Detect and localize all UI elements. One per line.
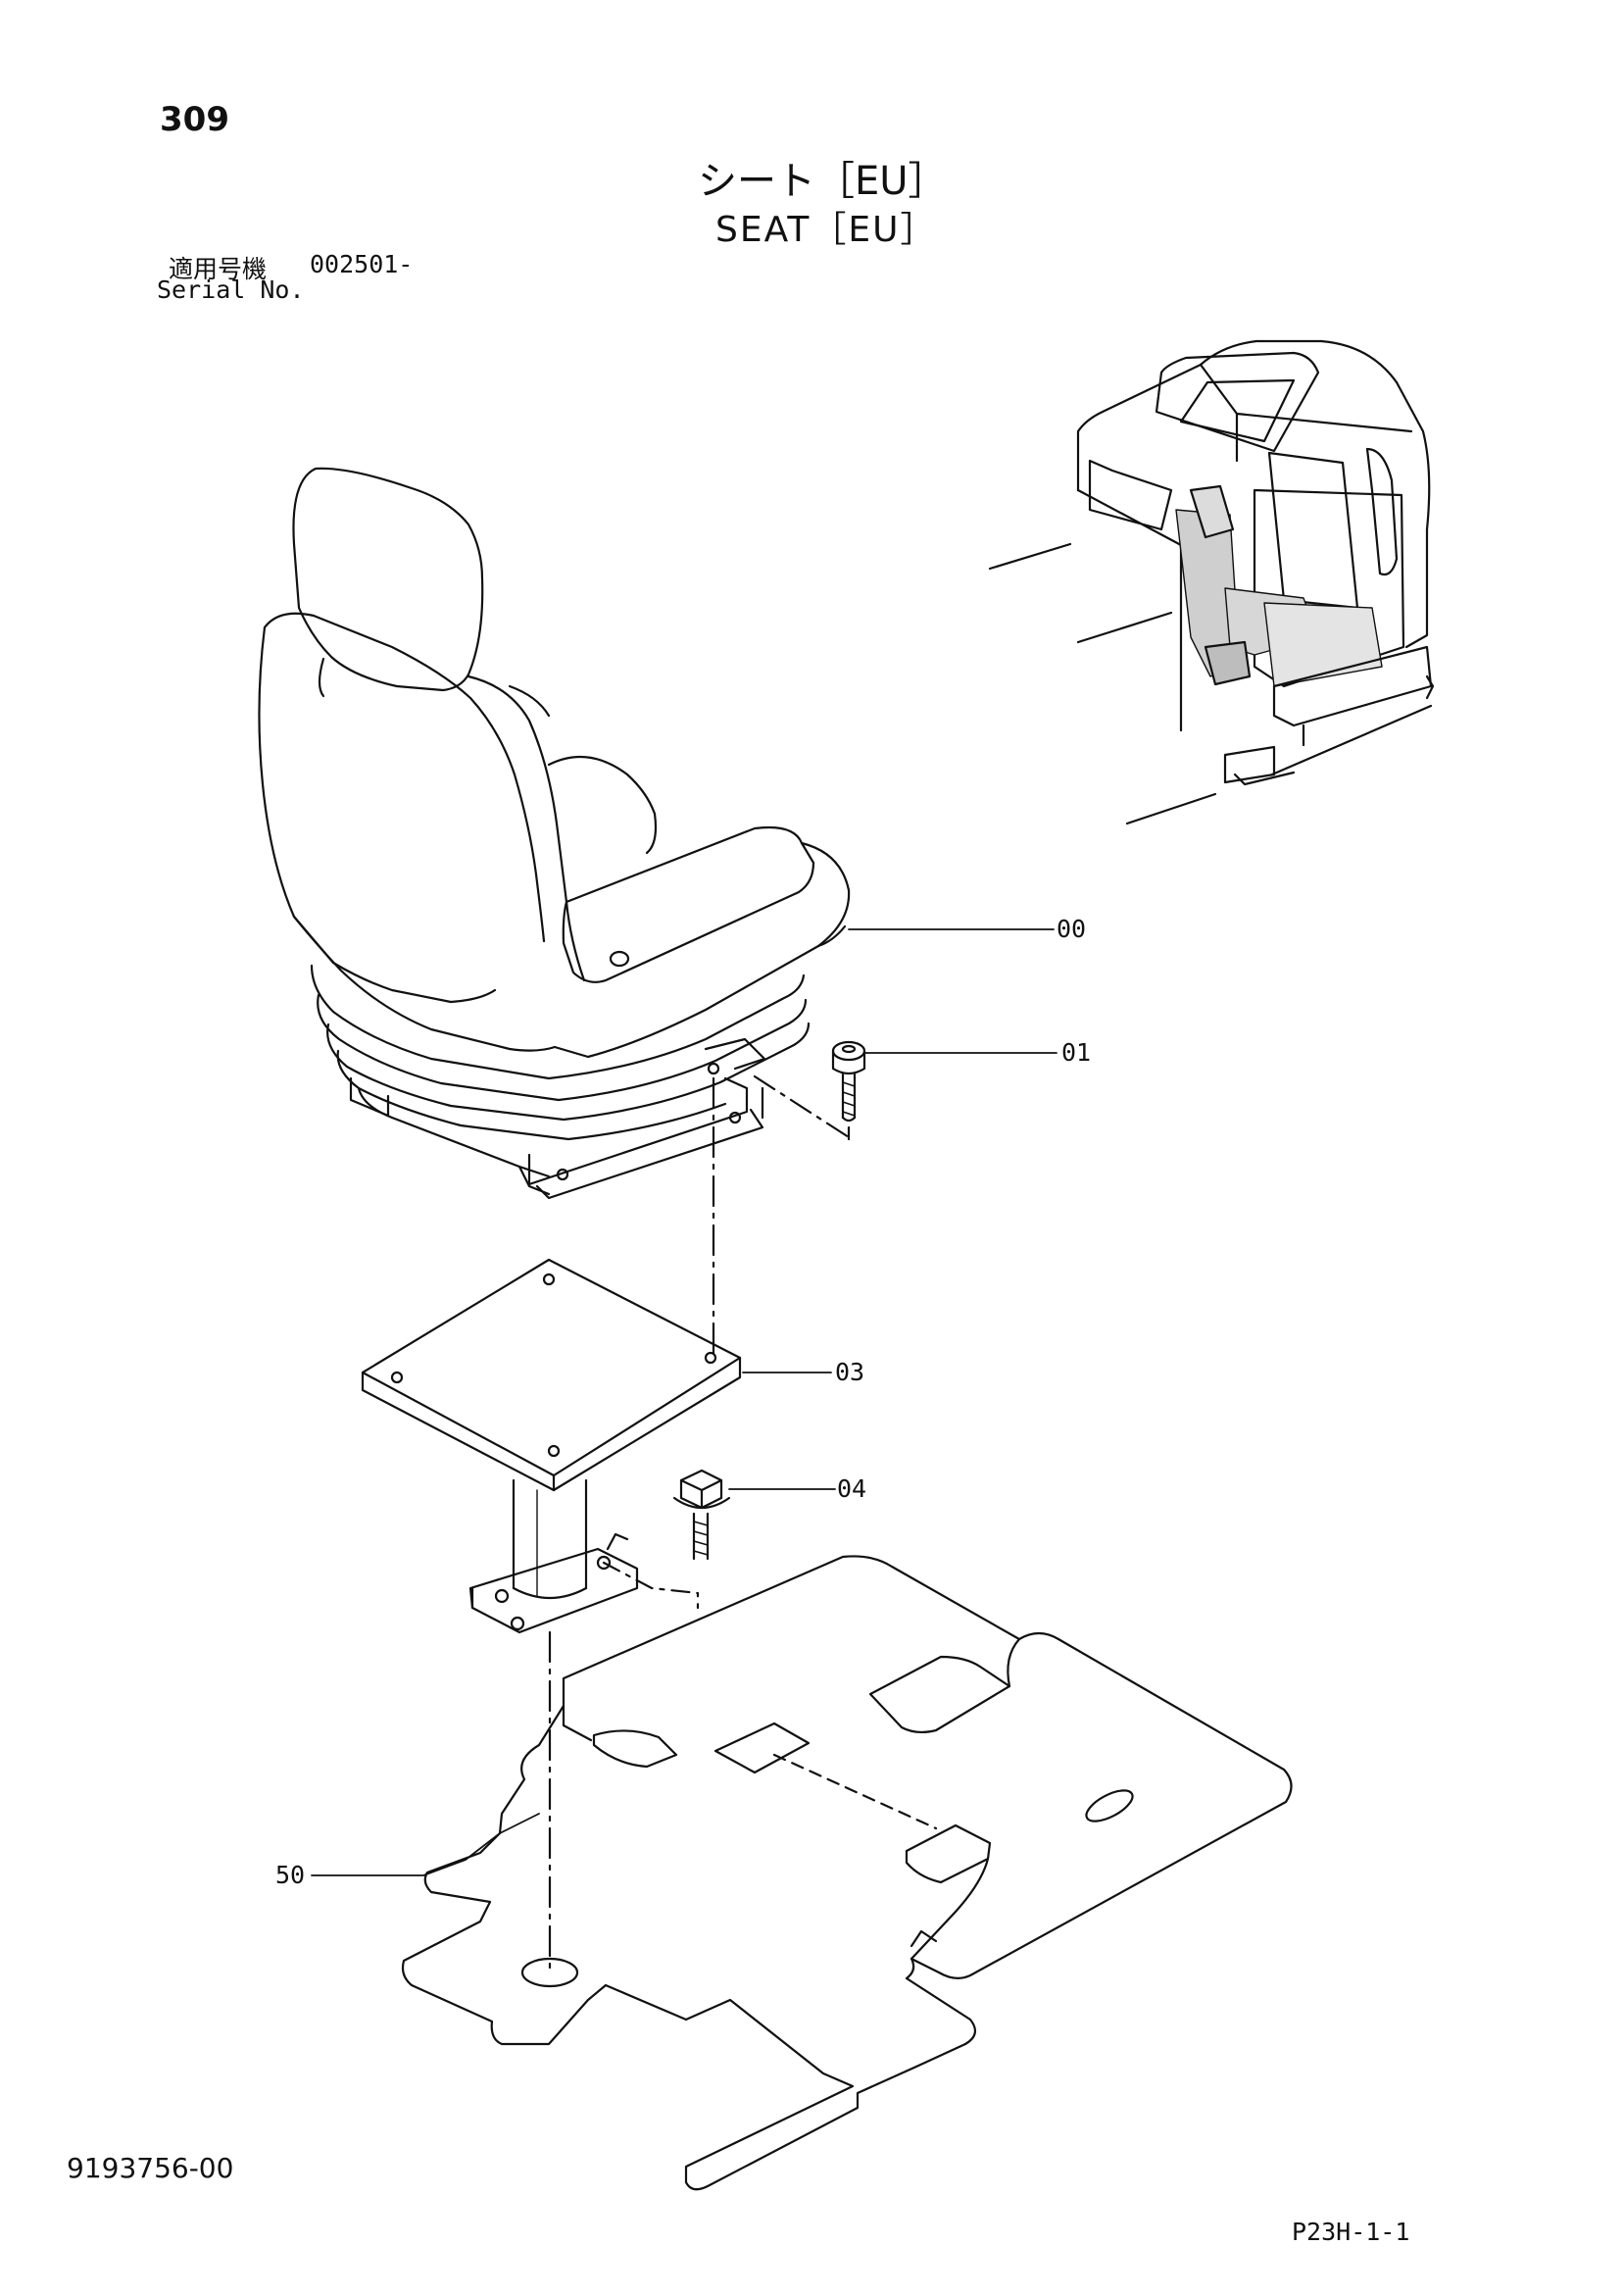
- bolt-01-drawing: [755, 1042, 864, 1139]
- serial-number-value: 002501-: [310, 250, 414, 278]
- callout-seat-assembly: 00: [1057, 915, 1087, 943]
- bolt-04-drawing: [674, 1471, 729, 1559]
- page-number: 309: [160, 100, 229, 139]
- page-reference: P23H-1-1: [1292, 2218, 1410, 2246]
- seat-stand-drawing: [363, 1078, 740, 1971]
- serial-label-japanese: 適用号機: [169, 255, 268, 283]
- seat-assembly-drawing: [259, 469, 849, 1198]
- serial-label-english: Serial No.: [157, 275, 305, 304]
- leader-lines: [312, 929, 1057, 1875]
- document-number: 9193756-00: [67, 2152, 234, 2184]
- floor-mat-drawing: [403, 1556, 1292, 2189]
- page-title-english: SEAT［EU］: [715, 210, 938, 250]
- callout-bolt-seat: 01: [1061, 1038, 1092, 1067]
- cab-location-inset: [990, 341, 1433, 824]
- callout-floor-mat: 50: [275, 1861, 306, 1889]
- callout-bolt-stand: 04: [837, 1474, 867, 1503]
- page-title-japanese: シート［EU］: [698, 159, 948, 204]
- callout-seat-stand: 03: [835, 1358, 865, 1386]
